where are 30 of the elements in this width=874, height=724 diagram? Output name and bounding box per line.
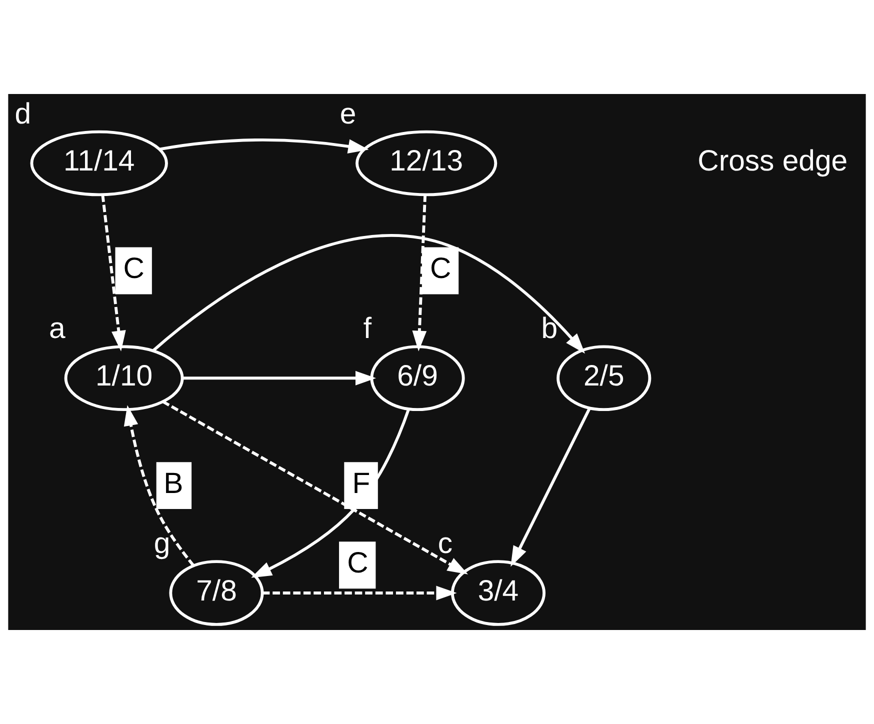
arrow — [412, 194, 427, 352]
arrow — [152, 234, 586, 354]
node-ellipse: 11/14 — [30, 130, 168, 196]
arrow — [124, 405, 195, 567]
node-label: a — [48, 312, 66, 346]
edge-label: B — [164, 466, 184, 500]
node-label: c — [438, 527, 453, 560]
edge-label: F — [352, 466, 370, 500]
node-label: d — [14, 97, 32, 130]
node-label: g — [154, 527, 170, 560]
arrow — [162, 400, 468, 574]
edge-label: C — [347, 546, 368, 580]
node-ellipse: 2/5 — [556, 345, 652, 412]
arrow — [101, 194, 126, 352]
arrow — [251, 408, 410, 578]
arrow — [510, 408, 591, 567]
arrow — [182, 370, 376, 386]
edge-label: C — [430, 252, 452, 286]
node-label: e — [340, 97, 356, 130]
label: Cross edge — [698, 144, 848, 178]
arrow — [160, 138, 369, 154]
node-ellipse: 1/10 — [64, 345, 184, 412]
arrow — [262, 586, 457, 600]
node-ellipse: 7/8 — [169, 560, 264, 626]
node-ellipse: 6/9 — [370, 345, 465, 412]
node-ellipse: 3/4 — [450, 560, 546, 626]
node-ellipse: 12/13 — [356, 130, 498, 196]
edge-label: C — [123, 252, 145, 286]
node-label: f — [363, 312, 372, 346]
node-label: b — [541, 312, 558, 346]
